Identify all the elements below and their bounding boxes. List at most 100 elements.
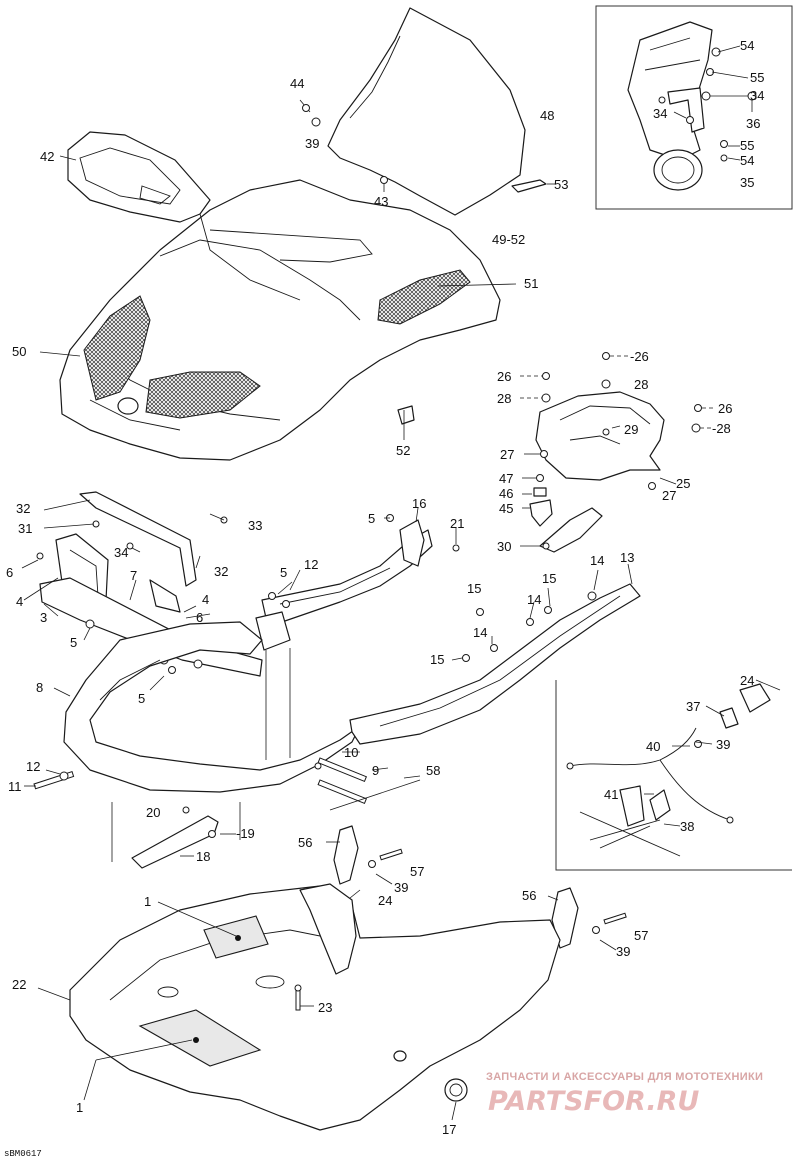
front-crossmember-3 [39,577,263,677]
callout-18: 18 [196,849,210,864]
callout-12: 12 [304,557,318,572]
cable-inset-frame [555,680,792,871]
figure-code: sBM0617 [4,1149,42,1159]
bracket-16 [399,519,425,567]
callout-25: 25 [676,476,690,491]
hinge-56-lower [551,887,627,949]
belly-pan-22 [69,883,561,1131]
headlight-bracket [667,87,705,133]
callout-28: 28 [634,377,648,392]
callout-15: 15 [467,581,481,596]
callout-5: 5 [368,511,375,526]
callout-3: 3 [40,610,47,625]
callout-50: 50 [12,344,26,359]
bolt-11 [33,771,75,790]
callout-56: 56 [522,888,536,903]
callout-29: 29 [624,422,638,437]
callout-8: 8 [36,680,43,695]
callout-58: 58 [426,763,440,778]
callout-4: 4 [16,594,23,609]
callout-26: 26 [718,401,732,416]
plug-17 [444,1078,468,1102]
callout-33: 33 [248,518,262,533]
callout-30: 30 [497,539,511,554]
callout-26: 26 [497,369,511,384]
watermark-tagline: ЗАПЧАСТИ И АКСЕССУАРЫ ДЛЯ МОТОТЕХНИКИ [486,1071,763,1083]
callout-12: 12 [26,759,40,774]
callout-47: 47 [499,471,513,486]
callout-23: 23 [318,1000,332,1015]
callout-24: 24 [740,673,754,688]
rivet-43 [380,176,388,184]
callout-14: 14 [473,625,487,640]
callout-20: 20 [146,805,160,820]
hood [59,179,501,461]
callout-57: 57 [410,864,424,879]
watermark-brand: PARTSFOR.RU [488,1086,699,1117]
callout-55: 55 [750,70,764,85]
callout-6: 6 [196,610,203,625]
callout-34: 34 [114,545,128,560]
callout-32: 32 [214,564,228,579]
callout-41: 41 [604,787,618,802]
callout-39: 39 [305,136,319,151]
callout-13: 13 [620,550,634,565]
callout-17: 17 [442,1122,456,1137]
rod-58 [329,779,421,811]
callout-15: 15 [542,571,556,586]
callout-57: 57 [634,928,648,943]
callout-52: 52 [396,443,410,458]
callout-6: 6 [6,565,13,580]
callout-5: 5 [280,565,287,580]
callout-32: 32 [16,501,30,516]
callout-27: 27 [662,488,676,503]
windshield [327,7,526,216]
callout-38: 38 [680,819,694,834]
callout-53: 53 [554,177,568,192]
callout-46: 46 [499,486,513,501]
callout-48: 48 [540,108,554,123]
callout-22: 22 [12,977,26,992]
callout-55: 55 [740,138,754,153]
callout-39: 39 [716,737,730,752]
callout-26: -26 [630,349,649,364]
callout-36: 36 [746,116,760,131]
callout-34: 34 [653,106,667,121]
decal-dots [193,935,241,1043]
callout-35: 35 [740,175,754,190]
windshield-deflector-53 [511,179,547,193]
callout-51: 51 [524,276,538,291]
callout-7: 7 [130,568,137,583]
side-panel-25 [535,391,665,481]
callout-1: 1 [76,1100,83,1115]
side-panel-leaders [520,355,716,485]
bracket-30 [539,507,603,553]
callout-40: 40 [646,739,660,754]
callout-9: 9 [372,763,379,778]
callout-37: 37 [686,699,700,714]
callout-54: 54 [740,38,754,53]
callout-44: 44 [290,76,304,91]
callout-31: 31 [18,521,32,536]
callout-11: 11 [8,779,22,794]
side-rail-13 [349,583,641,745]
upper-rail-12 [255,529,433,651]
left-frame-leaders [21,499,225,691]
callout-21: 21 [450,516,464,531]
front-bumper-8 [63,621,361,793]
callout-27: 27 [500,447,514,462]
console-panel [67,131,211,223]
bolts-9-10 [314,757,368,805]
callout-14: 14 [590,553,604,568]
screw-44 [302,104,310,112]
headlight-inset-frame [595,5,793,210]
callout-28: 28 [497,391,511,406]
callout-45: 45 [499,501,513,516]
cable-assembly [566,683,771,857]
inset-leaders [673,45,753,161]
grommet-stack [529,474,553,527]
headlight-fasteners [658,47,757,162]
callout-42: 42 [40,149,54,164]
callout-4: 4 [202,592,209,607]
